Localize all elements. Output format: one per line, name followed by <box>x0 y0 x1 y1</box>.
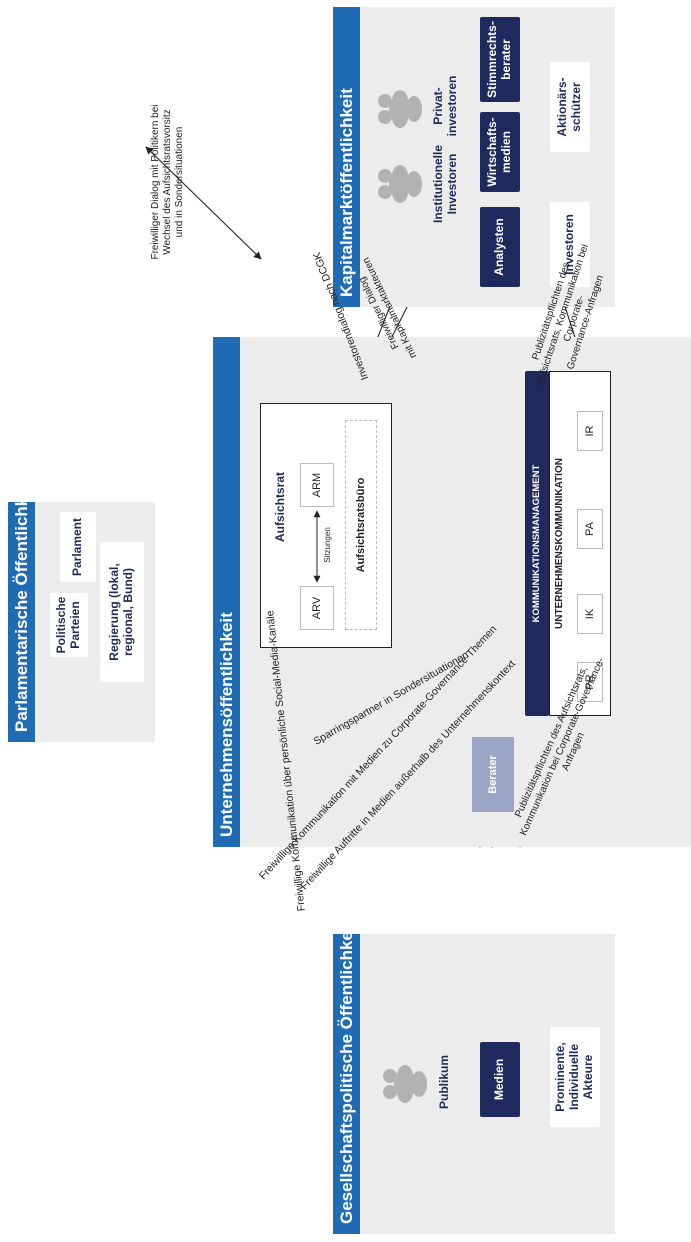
public-label: Publikum <box>437 1055 451 1110</box>
private-investors-icon <box>378 90 422 128</box>
media-box: Medien <box>480 1042 520 1117</box>
politicians-caption-line-2: Wechsel des Aufsichtsratsvorsitz <box>162 109 173 255</box>
prominent-actors-box: Prominente, Individuelle Akteure <box>550 1027 600 1127</box>
arrow-politicians <box>145 146 262 260</box>
politicians-caption-line-3: und in Sondersituationen <box>174 126 185 238</box>
public-icon <box>383 1065 427 1103</box>
politicians-caption-line-1: Freiwilliger Dialog mit Politikern bei <box>150 104 161 260</box>
institutional-investors-icon <box>378 165 422 203</box>
politicians-caption: Freiwilliger Dialog mit Politikern bei W… <box>150 82 186 282</box>
